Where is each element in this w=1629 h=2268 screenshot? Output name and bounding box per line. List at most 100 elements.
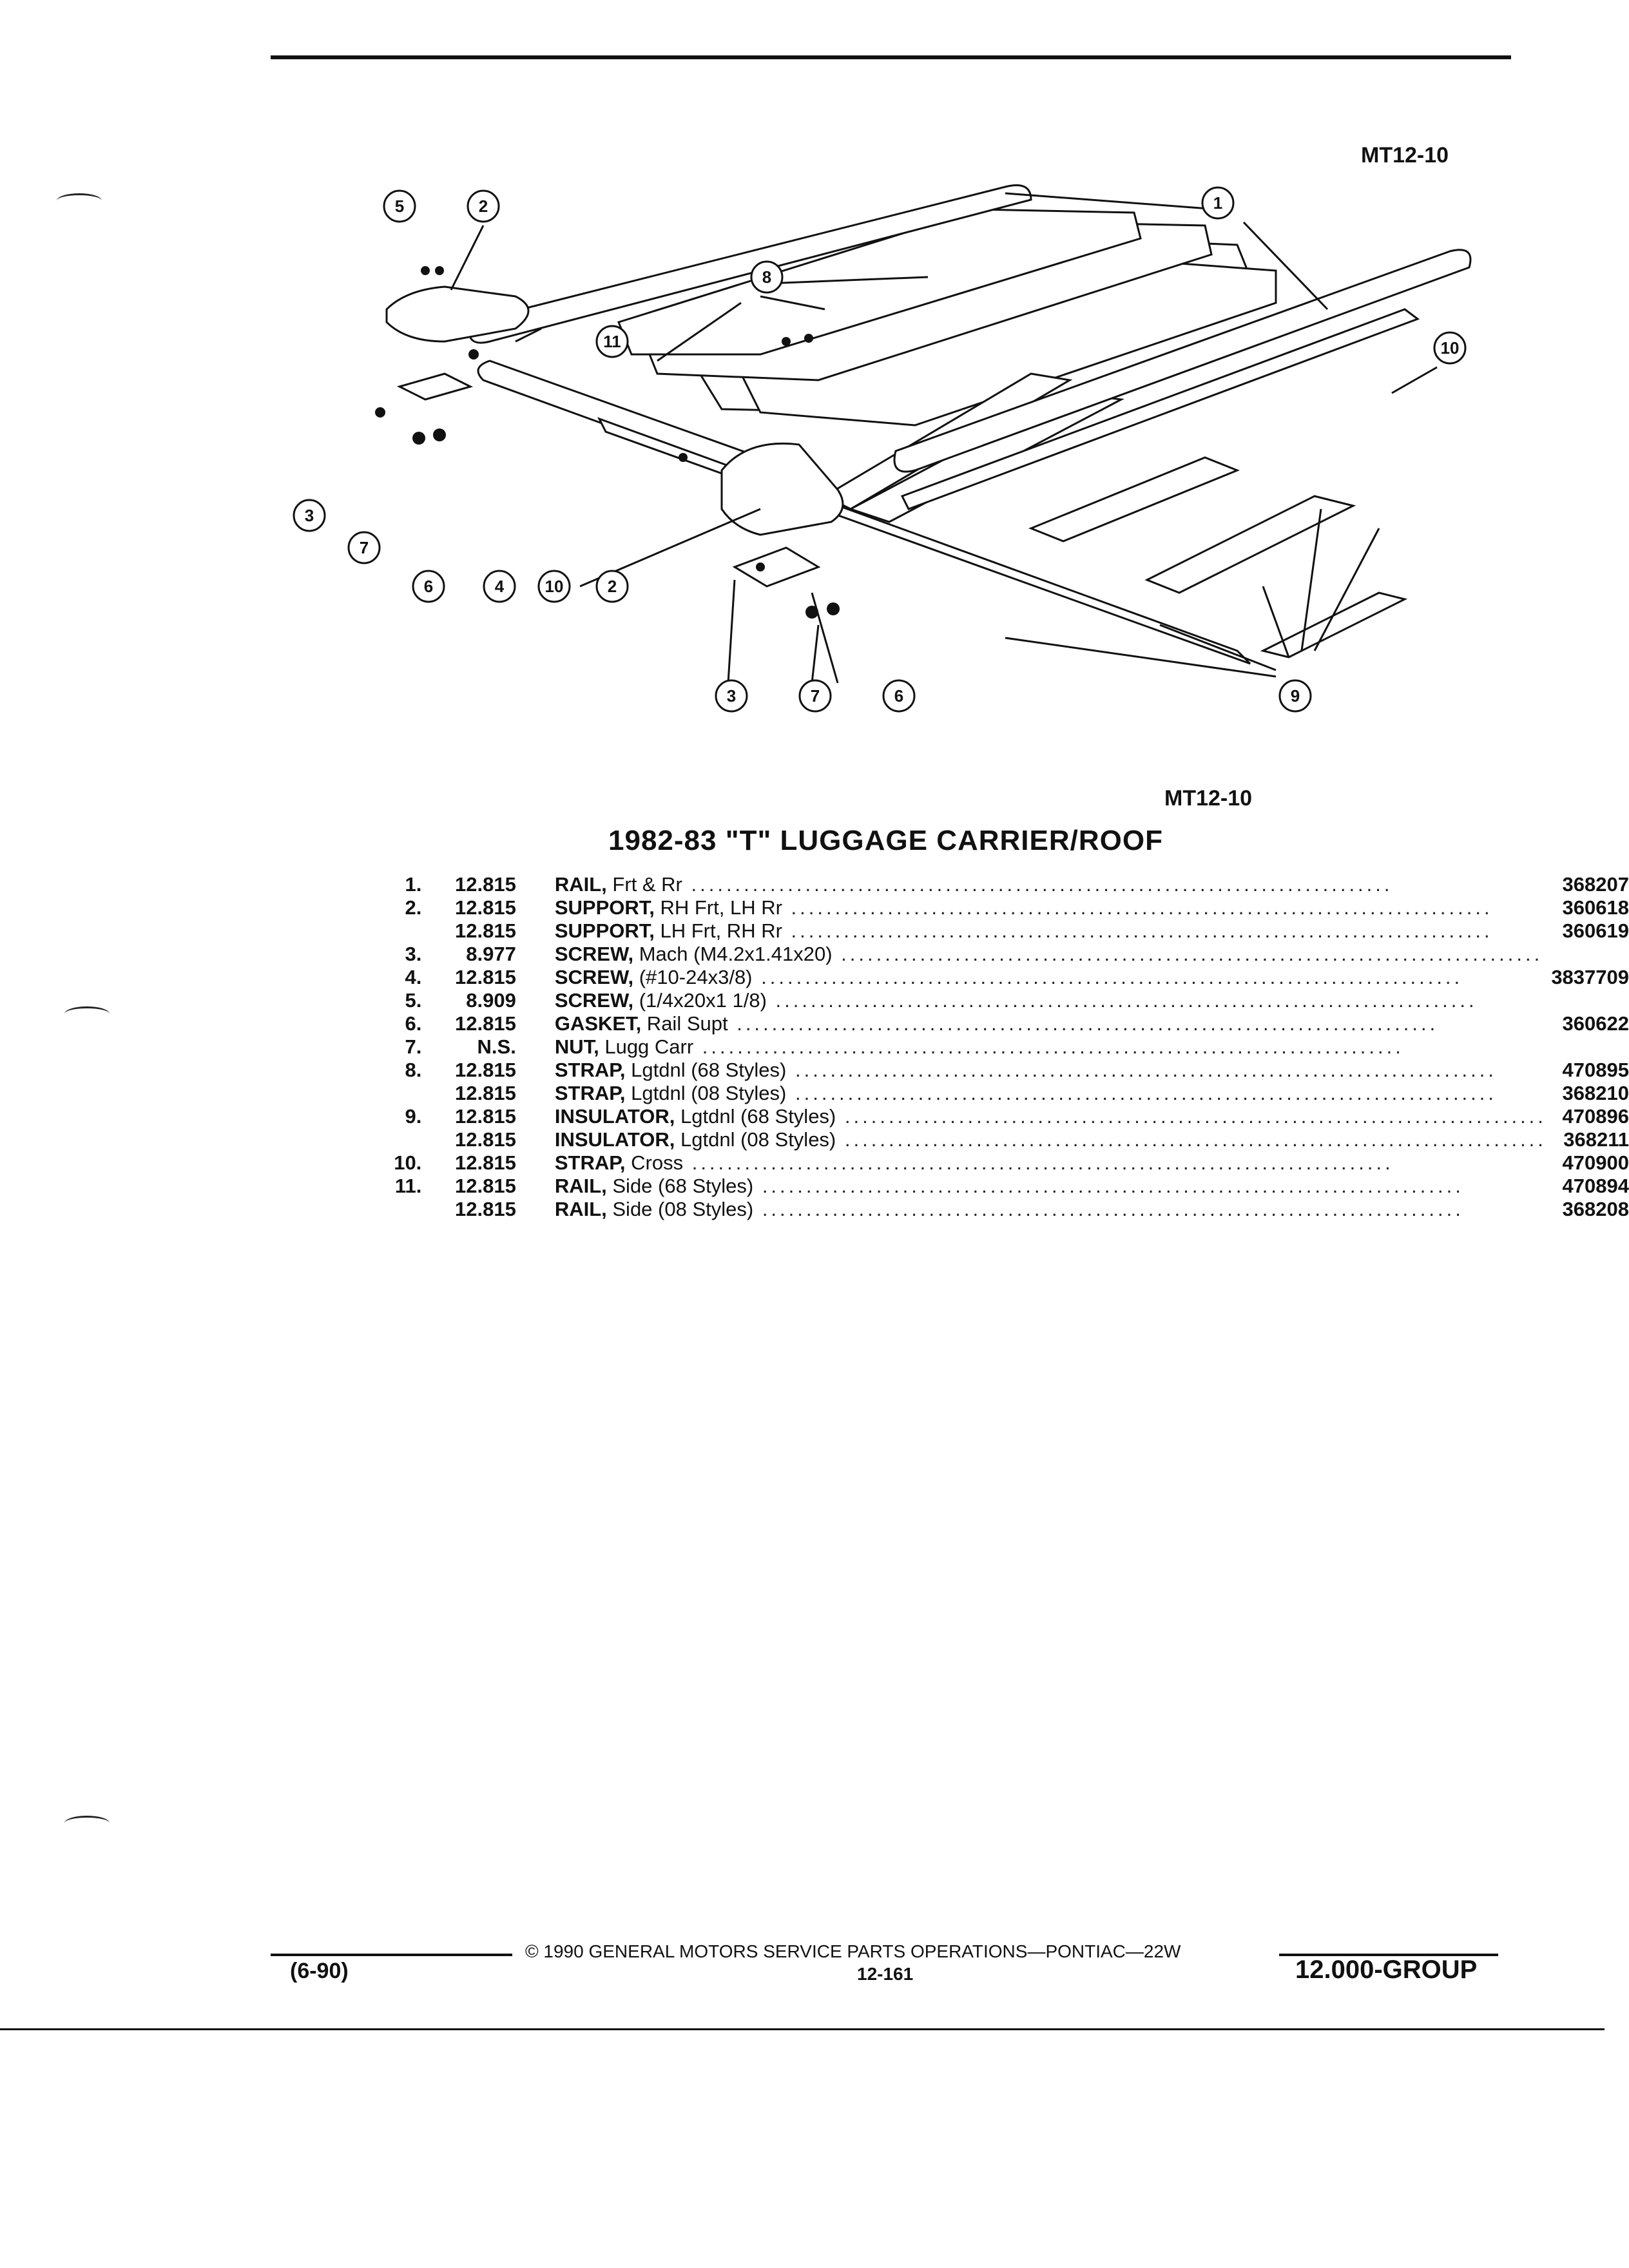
item-number: 1. [405, 873, 422, 896]
part-description: RAIL, Frt & Rr .........................… [555, 873, 1547, 896]
part-number: 360619 [1562, 919, 1629, 942]
item-number: 4. [405, 966, 422, 988]
part-name: SCREW, [554, 943, 634, 965]
insulator [1028, 456, 1240, 543]
parts-row: 7.N.S.NUT, Lugg Carr ...................… [387, 1035, 1629, 1059]
part-number: 360622 [1562, 1012, 1629, 1035]
footer-date: (6-90) [290, 1959, 349, 1983]
strap-cross [900, 308, 1420, 510]
part-number [1547, 989, 1629, 1012]
part-name: INSULATOR, [554, 1105, 675, 1128]
dot-leader: ........................................… [836, 1128, 1547, 1151]
part-detail: RH Frt, LH Rr [654, 896, 782, 919]
part-description: SCREW, Mach (M4.2x1.41x20) .............… [555, 943, 1547, 966]
dot-leader: ........................................… [693, 1035, 1404, 1058]
item-number: 8. [405, 1059, 422, 1081]
callout-label: 9 [1291, 686, 1300, 706]
part-number: 360618 [1562, 896, 1629, 919]
part-number: 368210 [1562, 1082, 1629, 1104]
part-name: STRAP, [554, 1059, 626, 1081]
part-number [1547, 1035, 1629, 1059]
part-name: SUPPORT, [554, 896, 655, 919]
parts-row: 12.815 RAIL, Side (08 Styles) ...........… [387, 1198, 1629, 1221]
callout-label: 1 [1213, 193, 1222, 213]
dot-leader: ........................................… [836, 1105, 1547, 1128]
part-description: STRAP, Lgtdnl (68 Styles) ..............… [555, 1059, 1547, 1082]
part-number: 470895 [1562, 1059, 1629, 1081]
callout-label: 2 [479, 197, 488, 216]
footer-copyright: © 1990 GENERAL MOTORS SERVICE PARTS OPER… [525, 1941, 1181, 1961]
group-number: 12.815 [455, 1198, 516, 1220]
dot-leader: ........................................… [766, 989, 1478, 1012]
part-name: SUPPORT, [554, 919, 655, 942]
group-number: 12.815 [455, 1175, 516, 1197]
dot-leader: ........................................… [728, 1012, 1439, 1035]
part-name: NUT, [554, 1035, 599, 1058]
callout-label: 6 [424, 577, 433, 596]
dot-leader: ........................................… [753, 1175, 1464, 1197]
item-number: 11. [394, 1175, 422, 1197]
part-detail: Lgtdnl (68 Styles) [625, 1059, 787, 1081]
part-number: 470896 [1562, 1105, 1629, 1128]
item-number [387, 1198, 421, 1221]
callout-label: 2 [608, 577, 617, 596]
item-number: 9. [405, 1105, 422, 1128]
group-number: 12.815 [455, 1082, 516, 1104]
parts-row: 9. 12.815 INSULATOR, Lgtdnl (68 Styles) ..… [387, 1105, 1629, 1128]
callout-label: 10 [1441, 338, 1460, 358]
dot-leader: ........................................… [782, 919, 1493, 942]
dot-leader: ........................................… [786, 1082, 1498, 1104]
part-description: INSULATOR, Lgtdnl (68 Styles) ..........… [555, 1105, 1547, 1128]
dot-leader: ........................................… [786, 1059, 1498, 1081]
part-detail: Lgtdnl (08 Styles) [625, 1082, 787, 1104]
item-number [387, 1128, 421, 1151]
footer-rule-right [1279, 1954, 1498, 1956]
support-front [720, 442, 844, 536]
part-name: GASKET, [554, 1012, 642, 1035]
part-detail: (1/4x20x1 1/8) [633, 989, 767, 1012]
part-detail: Rail Supt [641, 1012, 728, 1035]
parts-list: 1. 12.815 RAIL, Frt & Rr .................… [387, 873, 1629, 1221]
part-description: SCREW, (1/4x20x1 1/8) ..................… [555, 989, 1547, 1012]
part-description: SUPPORT, LH Frt, RH Rr .................… [555, 919, 1547, 943]
item-number [387, 919, 421, 943]
part-detail: Cross [625, 1151, 684, 1174]
dot-leader: ........................................… [832, 943, 1543, 965]
part-name: STRAP, [554, 1082, 626, 1104]
part-number: 368208 [1562, 1198, 1629, 1220]
bottom-rule [0, 2028, 1605, 2030]
group-number: 8.909 [466, 989, 516, 1012]
callout-label: 3 [727, 686, 736, 706]
group-number: 12.815 [455, 1128, 516, 1151]
top-rule [271, 55, 1511, 59]
insulator [1144, 495, 1356, 594]
support-rear [385, 285, 530, 343]
part-name: RAIL, [554, 873, 607, 896]
callout-label: 8 [762, 267, 771, 287]
part-detail: LH Frt, RH Rr [654, 919, 782, 942]
part-description: SUPPORT, RH Frt, LH Rr .................… [555, 896, 1547, 919]
part-description: NUT, Lugg Carr .........................… [555, 1035, 1547, 1059]
part-number: 368211 [1563, 1128, 1629, 1151]
part-description: RAIL, Side (08 Styles) .................… [555, 1198, 1547, 1221]
part-description: STRAP, Lgtdnl (08 Styles) ..............… [555, 1082, 1547, 1105]
group-number: 12.815 [455, 1012, 516, 1035]
group-number: 12.815 [455, 1105, 516, 1128]
part-description: SCREW, (#10-24x3/8) ....................… [555, 966, 1547, 989]
part-detail: Side (08 Styles) [606, 1198, 754, 1220]
footer-group: 12.000-GROUP [1295, 1956, 1478, 1984]
rail-front [893, 249, 1472, 473]
group-number: 12.815 [455, 896, 516, 919]
callout-label: 7 [811, 686, 820, 706]
part-number: 470894 [1562, 1175, 1629, 1197]
callout-label: 6 [894, 686, 903, 706]
group-number: N.S. [477, 1035, 516, 1058]
callout-label: 11 [603, 332, 621, 351]
